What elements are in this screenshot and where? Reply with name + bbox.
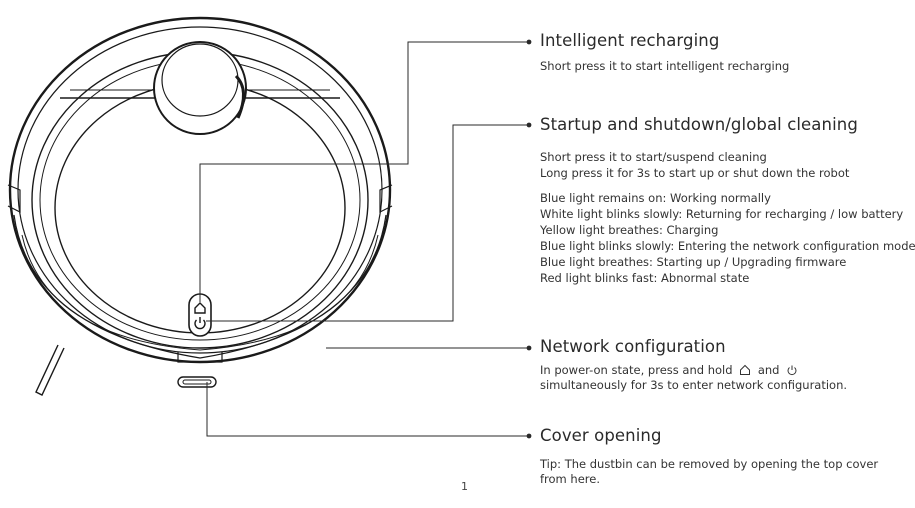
side-brush-arm <box>35 344 65 396</box>
light-status-item: Blue light blinks slowly: Entering the n… <box>540 239 915 253</box>
robot-bumper-ring <box>17 26 383 354</box>
light-status-item: Blue light remains on: Working normally <box>540 191 771 205</box>
light-status-item: Yellow light breathes: Charging <box>540 223 719 237</box>
light-status-item: Blue light breathes: Starting up / Upgra… <box>540 255 847 269</box>
lidar-sensor <box>153 41 247 135</box>
callout-title-cover: Cover opening <box>540 426 662 445</box>
callout-title-startup: Startup and shutdown/global cleaning <box>540 115 858 134</box>
callout-text: Short press it to start/suspend cleaning <box>540 150 767 164</box>
home-icon <box>740 364 751 375</box>
callout-text: Short press it to start intelligent rech… <box>540 59 790 73</box>
power-icon <box>787 365 797 376</box>
callout-text-network-line1: In power-on state, press and hold and <box>540 362 801 378</box>
callout-text: Long press it for 3s to start up or shut… <box>540 166 850 180</box>
callout-text: simultaneously for 3s to enter network c… <box>540 378 848 392</box>
callout-text: and <box>757 363 780 377</box>
callout-dot <box>526 122 532 128</box>
leader-line-recharging <box>199 41 528 302</box>
power-button-icon <box>194 317 206 330</box>
callout-text: from here. <box>540 472 600 486</box>
cover-opening-slot <box>177 376 217 388</box>
leader-line-startup <box>206 124 528 322</box>
callout-title-network: Network configuration <box>540 337 726 356</box>
page-number: 1 <box>461 480 468 493</box>
light-status-item: White light blinks slowly: Returning for… <box>540 207 904 221</box>
leader-line-cover <box>206 382 528 437</box>
home-button-icon <box>194 302 206 314</box>
light-status-item: Red light blinks fast: Abnormal state <box>540 271 750 285</box>
callout-text: Tip: The dustbin can be removed by openi… <box>540 457 879 471</box>
callout-dot <box>526 39 532 45</box>
callout-dot <box>526 345 532 351</box>
callout-text: In power-on state, press and hold <box>540 363 733 377</box>
callout-dot <box>526 433 532 439</box>
callout-title-recharging: Intelligent recharging <box>540 31 720 50</box>
